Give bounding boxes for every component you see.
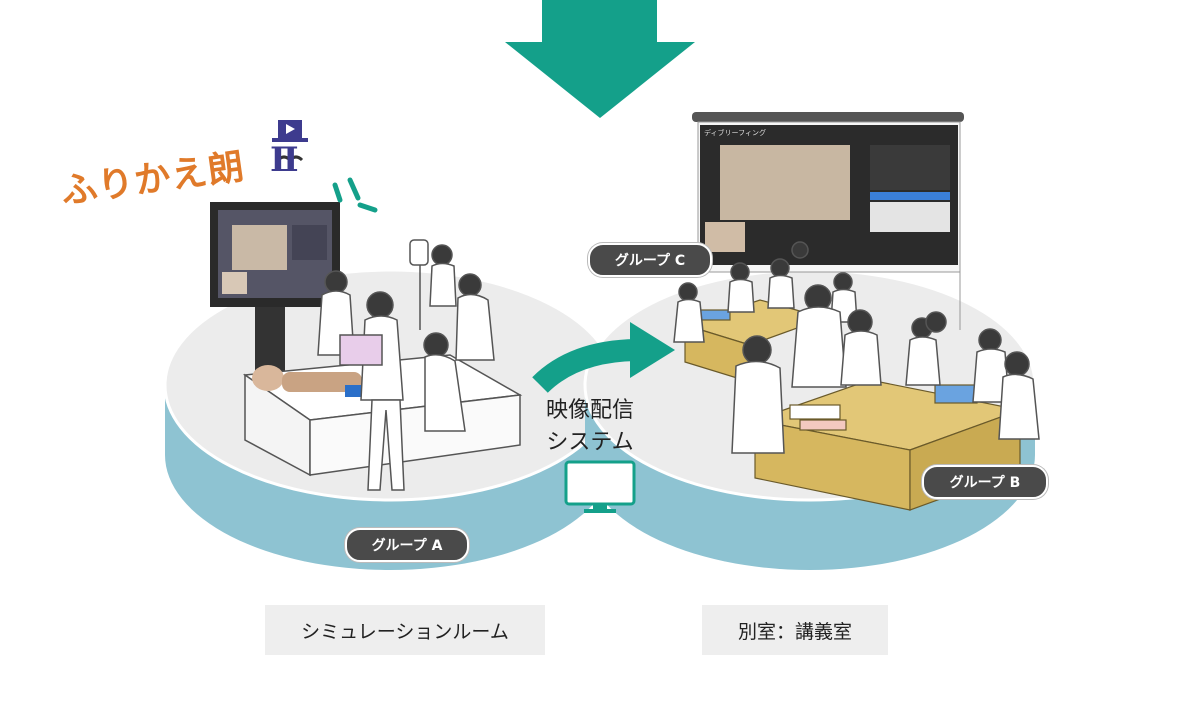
group-b-label: グループ B bbox=[922, 465, 1048, 499]
play-hat-icon bbox=[272, 120, 308, 163]
alert-marks-icon bbox=[332, 177, 378, 213]
staff-figures-left bbox=[317, 239, 495, 491]
video-system-label-line1: 映像配信 bbox=[545, 398, 634, 423]
video-system-label: 映像配信 システム bbox=[530, 395, 650, 459]
student-figures-right bbox=[673, 241, 1040, 454]
desks bbox=[683, 299, 1023, 511]
curved-arrow-icon bbox=[532, 322, 675, 394]
lecture-room-caption: 別室：講義室 bbox=[702, 605, 888, 655]
projection-screen: ディブリーフィング bbox=[692, 112, 964, 330]
group-c-label: グループ C bbox=[588, 243, 712, 277]
down-arrow-icon bbox=[505, 0, 695, 118]
monitor-icon bbox=[564, 460, 636, 513]
brand-logo-suffix: Ⅱ bbox=[270, 140, 299, 180]
group-a-label: グループ A bbox=[345, 528, 469, 562]
video-system-label-line2: システム bbox=[546, 430, 634, 455]
screen-title-text: ディブリーフィング bbox=[704, 128, 766, 137]
simulation-room-caption: シミュレーションルーム bbox=[265, 605, 545, 655]
monitor-stand bbox=[210, 202, 340, 390]
